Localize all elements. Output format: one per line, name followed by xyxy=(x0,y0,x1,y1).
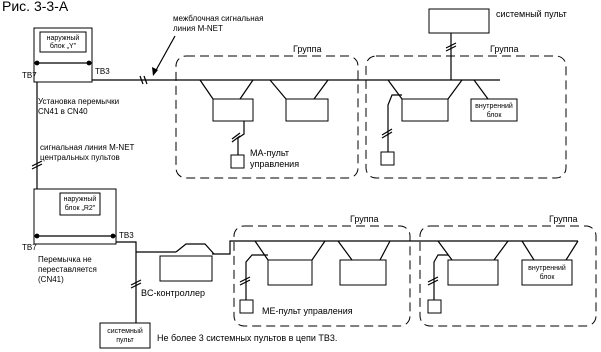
group-top-left-label: Группа xyxy=(293,44,322,54)
tb3-terminal-bottom xyxy=(110,233,116,239)
system-controller-top-label: системный пульт xyxy=(496,9,567,19)
central-line-label-1: сигнальная линия M-NET xyxy=(40,143,135,152)
indoor-unit-top-4 xyxy=(470,98,518,122)
indoor-unit-bottom-1 xyxy=(267,259,313,286)
jumper-note-bottom-2: переставляется xyxy=(38,265,97,274)
indoor-unit-label-top-2: блок xyxy=(487,111,503,119)
tb7-terminal-bottom xyxy=(34,233,40,239)
system-controller-bottom-label-1: системный xyxy=(107,327,143,335)
ma-remote-controller xyxy=(230,154,245,169)
bc-controller xyxy=(159,255,213,282)
tb7-terminal-top xyxy=(34,60,40,66)
ma-remote-label-1: МА-пульт xyxy=(250,148,289,158)
tb3-terminal-top xyxy=(86,60,92,66)
group-bottom-right xyxy=(419,225,597,327)
group-bottom-left xyxy=(233,225,411,327)
outdoor-unit-r2-label-1: наружный xyxy=(64,195,97,203)
indoor-unit-label-top-1: внутренний xyxy=(475,102,513,110)
outdoor-unit-y-label-2: блок „Y" xyxy=(50,42,77,50)
remote-controller-top-right xyxy=(380,151,395,166)
outdoor-unit-y-label-1: наружный xyxy=(47,34,80,42)
system-controller-bottom-label-2: пульт xyxy=(116,337,134,344)
group-top-right xyxy=(365,55,567,179)
indoor-unit-bottom-3 xyxy=(447,259,499,286)
group-bottom-left-label: Группа xyxy=(350,214,379,224)
remote-controller-bottom-right xyxy=(427,299,442,314)
jumper-note-top-2: CN41 в CN40 xyxy=(38,107,88,116)
group-bottom-right-label: Группа xyxy=(549,214,578,224)
central-line-label-2: центральных пультов xyxy=(40,153,120,162)
outdoor-unit-r2: наружный блок „R2" xyxy=(33,188,117,245)
bc-controller-label: BC-контроллер xyxy=(141,288,205,298)
system-controller-top xyxy=(428,8,490,34)
me-remote-label: МЕ-пульт управления xyxy=(262,306,353,316)
mnet-line-label-1: межблочная сигнальная xyxy=(173,14,263,23)
indoor-unit-bottom-4 xyxy=(521,259,573,286)
tb3-label-top: TB3 xyxy=(95,67,110,76)
group-top-left xyxy=(175,55,359,179)
jumper-note-bottom-3: (CN41) xyxy=(38,275,64,284)
jumper-note-bottom-1: Перемычка не xyxy=(38,255,92,264)
system-controller-bottom xyxy=(99,322,151,349)
jumper-note-top-1: Установка перемычки xyxy=(38,97,119,106)
indoor-unit-label-bottom-2: блок xyxy=(540,273,556,281)
figure-title: Рис. 3-3-A xyxy=(2,0,69,14)
indoor-unit-label-bottom-1: внутренний xyxy=(528,264,566,272)
indoor-unit-top-1 xyxy=(212,98,254,122)
tb7-label-top: TB7 xyxy=(22,71,37,80)
indoor-unit-top-3 xyxy=(401,98,449,122)
system-controller-limit-note: Не более 3 системных пультов в цепи TB3. xyxy=(157,333,337,343)
tb7-label-bottom: TB7 xyxy=(22,243,37,252)
tb3-label-bottom: TB3 xyxy=(119,231,134,240)
mnet-callout-arrow xyxy=(154,35,176,73)
indoor-unit-bottom-2 xyxy=(339,259,387,286)
outdoor-unit-r2-label-2: блок „R2" xyxy=(65,204,96,212)
ma-remote-label-2: управления xyxy=(250,159,299,169)
outdoor-unit-y: наружный блок „Y" xyxy=(33,27,93,83)
me-remote-controller xyxy=(239,299,254,314)
group-top-right-label: Группа xyxy=(490,44,519,54)
indoor-unit-top-2 xyxy=(285,98,329,122)
mnet-line-label-2: линия M-NET xyxy=(173,24,223,33)
